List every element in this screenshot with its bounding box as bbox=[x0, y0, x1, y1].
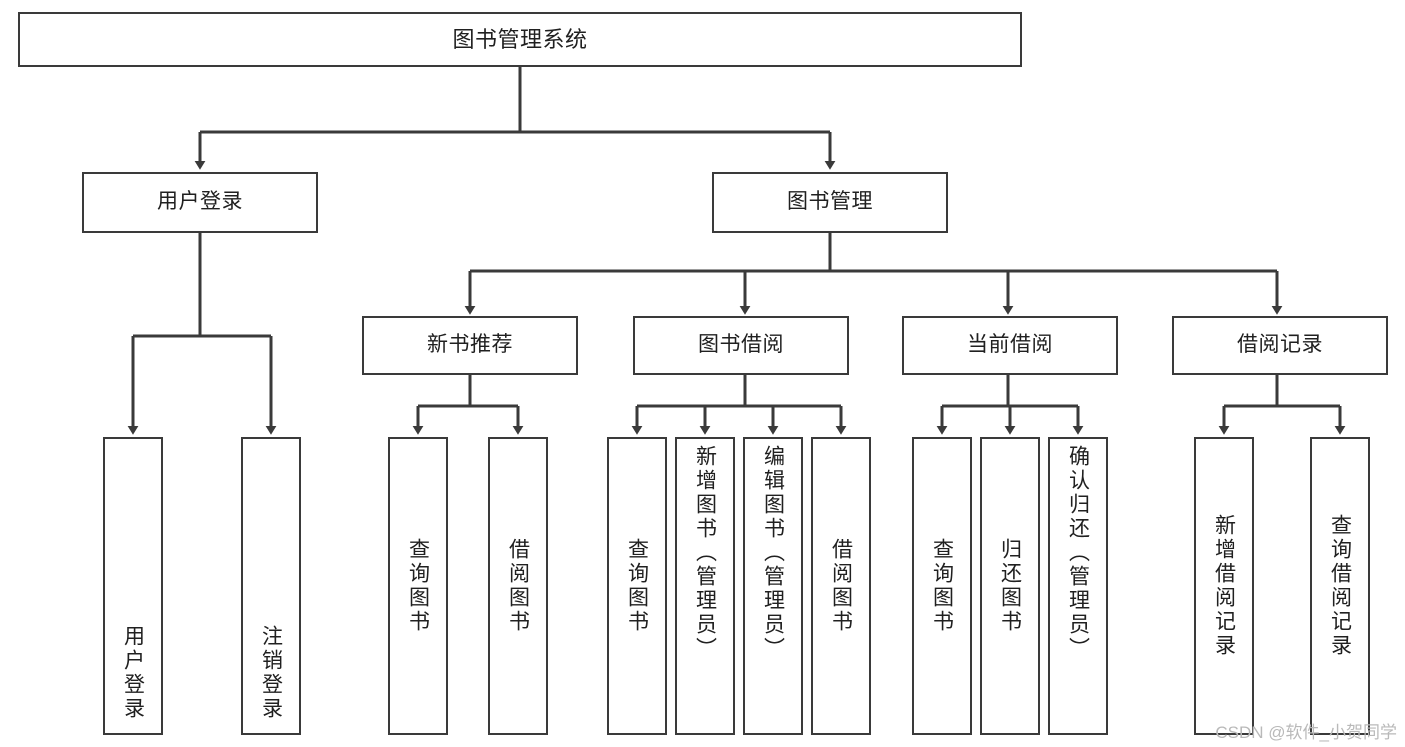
leaf-add-record[interactable]: 新增借阅记录 bbox=[1194, 437, 1254, 735]
leaf-add-book[interactable]: 新增图书（管理员） bbox=[675, 437, 735, 735]
leaf-query-book-2-label: 查询图书 bbox=[625, 538, 649, 634]
leaf-add-book-label: 新增图书（管理员） bbox=[693, 445, 717, 661]
leaf-query-book-3-label: 查询图书 bbox=[930, 538, 954, 634]
leaf-logout[interactable]: 注销登录 bbox=[241, 437, 301, 735]
node-current-borrow[interactable]: 当前借阅 bbox=[902, 316, 1118, 375]
node-new-book-recommend-label: 新书推荐 bbox=[427, 333, 513, 357]
leaf-edit-book[interactable]: 编辑图书（管理员） bbox=[743, 437, 803, 735]
leaf-add-record-label: 新增借阅记录 bbox=[1212, 514, 1236, 658]
node-borrow-record-label: 借阅记录 bbox=[1237, 333, 1323, 357]
node-root[interactable]: 图书管理系统 bbox=[18, 12, 1022, 67]
leaf-return-book-label: 归还图书 bbox=[998, 538, 1022, 634]
leaf-borrow-book-2-label: 借阅图书 bbox=[829, 538, 853, 634]
leaf-user-login-label: 用户登录 bbox=[121, 625, 145, 721]
leaf-query-record-label: 查询借阅记录 bbox=[1328, 514, 1352, 658]
node-user-login[interactable]: 用户登录 bbox=[82, 172, 318, 233]
leaf-query-book-1[interactable]: 查询图书 bbox=[388, 437, 448, 735]
leaf-edit-book-label: 编辑图书（管理员） bbox=[761, 445, 785, 661]
node-book-manage-label: 图书管理 bbox=[787, 190, 873, 214]
node-user-login-label: 用户登录 bbox=[157, 190, 243, 214]
leaf-logout-label: 注销登录 bbox=[259, 625, 283, 721]
node-book-borrow-label: 图书借阅 bbox=[698, 333, 784, 357]
leaf-user-login[interactable]: 用户登录 bbox=[103, 437, 163, 735]
node-new-book-recommend[interactable]: 新书推荐 bbox=[362, 316, 578, 375]
leaf-query-book-3[interactable]: 查询图书 bbox=[912, 437, 972, 735]
node-book-manage[interactable]: 图书管理 bbox=[712, 172, 948, 233]
leaf-query-record[interactable]: 查询借阅记录 bbox=[1310, 437, 1370, 735]
leaf-borrow-book-2[interactable]: 借阅图书 bbox=[811, 437, 871, 735]
leaf-borrow-book-1-label: 借阅图书 bbox=[506, 538, 530, 634]
leaf-borrow-book-1[interactable]: 借阅图书 bbox=[488, 437, 548, 735]
leaf-return-book[interactable]: 归还图书 bbox=[980, 437, 1040, 735]
leaf-confirm-return-label: 确认归还（管理员） bbox=[1066, 445, 1090, 661]
leaf-query-book-2[interactable]: 查询图书 bbox=[607, 437, 667, 735]
leaf-query-book-1-label: 查询图书 bbox=[406, 538, 430, 634]
node-borrow-record[interactable]: 借阅记录 bbox=[1172, 316, 1388, 375]
node-root-label: 图书管理系统 bbox=[452, 26, 588, 52]
node-book-borrow[interactable]: 图书借阅 bbox=[633, 316, 849, 375]
leaf-confirm-return[interactable]: 确认归还（管理员） bbox=[1048, 437, 1108, 735]
node-current-borrow-label: 当前借阅 bbox=[967, 333, 1053, 357]
